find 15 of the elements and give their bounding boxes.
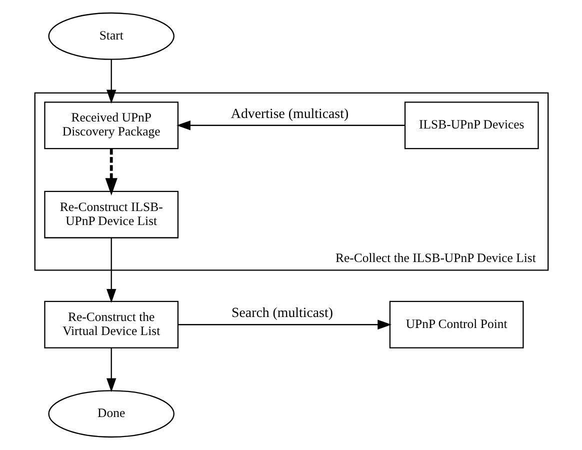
node-box: UPnP Control Point <box>388 300 524 348</box>
node-box: ILSB-UPnP Devices <box>404 102 538 150</box>
node-box: Re-Construct the Virtual Device List <box>44 300 178 348</box>
arrow <box>104 148 117 196</box>
node-box: Re-Construct ILSB-UPnP Device List <box>44 190 178 238</box>
arrow <box>178 320 392 330</box>
node-box: Received UPnP Discovery Package <box>44 102 178 150</box>
node-ellipse: Done <box>48 390 174 438</box>
arrow <box>106 348 116 392</box>
arrow <box>176 120 404 130</box>
edge-label: Advertise (multicast) <box>230 106 348 122</box>
arrow <box>106 238 116 303</box>
node-ellipse: Start <box>48 12 174 60</box>
edge-label: Search (multicast) <box>231 306 332 322</box>
arrow <box>106 60 116 104</box>
